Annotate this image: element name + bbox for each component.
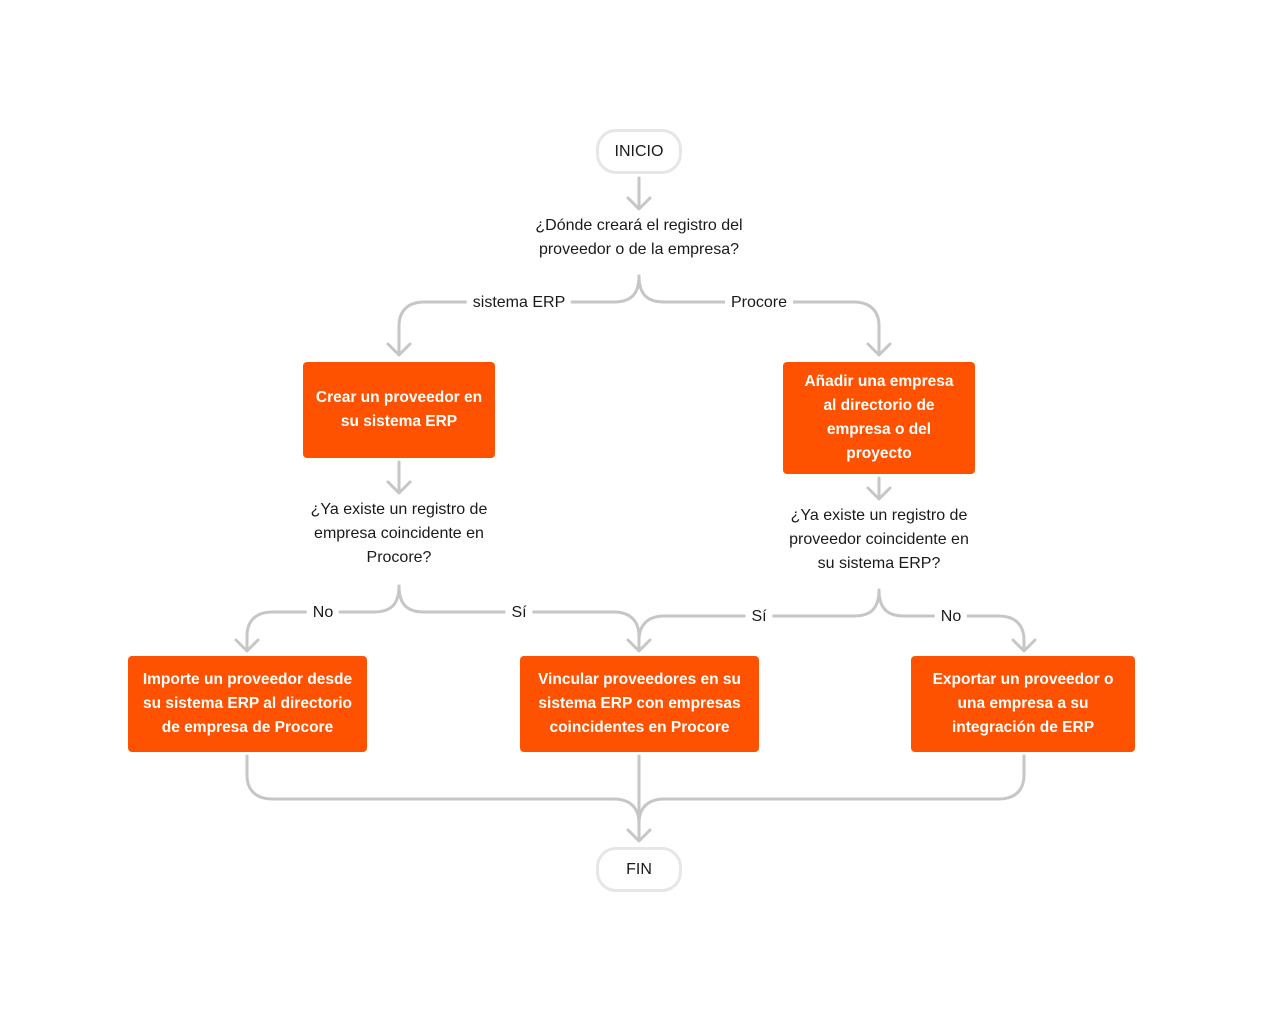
edge-label-q3-no: No	[934, 607, 968, 627]
question-1-line: ¿Dónde creará el registro del	[535, 217, 743, 234]
step-line: coincidentes en Procore	[549, 719, 730, 736]
step-line: Crear un proveedor en	[315, 389, 483, 406]
question-1: ¿Dónde creará el registro del proveedor …	[489, 214, 789, 262]
question-3-line: ¿Ya existe un registro de	[790, 507, 968, 524]
question-3: ¿Ya existe un registro de proveedor coin…	[759, 504, 999, 576]
step-line: Vincular proveedores en su	[537, 671, 741, 688]
question-1-line: proveedor o de la empresa?	[538, 241, 740, 258]
arrowhead	[234, 638, 260, 653]
step-line: Exportar un proveedor o	[932, 671, 1114, 688]
edge-export-to-end	[637, 754, 1026, 825]
question-2: ¿Ya existe un registro de empresa coinci…	[279, 498, 519, 570]
step-line: Importe un proveedor desde	[142, 671, 353, 688]
edge-question-3-no	[877, 588, 1026, 652]
edge-label-q3-yes: Sí	[745, 607, 773, 627]
step-line: su sistema ERP al directorio	[142, 695, 353, 712]
step-line: sistema ERP con empresas	[538, 695, 741, 712]
end-node: FIN	[596, 847, 682, 892]
arrowhead	[386, 480, 412, 495]
start-node: INICIO	[596, 129, 682, 174]
arrowhead	[626, 638, 652, 653]
step-line: de empresa de Procore	[161, 719, 334, 736]
edge-question-2-no	[245, 584, 401, 652]
link-vendors-step: Vincular proveedores en su sistema ERP c…	[520, 656, 759, 752]
step-line: proyecto	[846, 445, 912, 462]
arrowhead	[626, 828, 652, 843]
edge-label-procore: Procore	[724, 293, 794, 313]
step-line: una empresa a su	[957, 695, 1089, 712]
edge-question-1-to-procore	[637, 274, 881, 356]
arrowhead	[626, 196, 652, 211]
arrowhead	[866, 342, 892, 357]
arrowhead	[1011, 638, 1037, 653]
edge-question-1-to-erp	[397, 274, 641, 356]
question-2-line: ¿Ya existe un registro de	[310, 501, 488, 518]
step-line: su sistema ERP	[340, 413, 458, 430]
import-vendor-step: Importe un proveedor desde su sistema ER…	[128, 656, 367, 752]
step-line: Añadir una empresa	[804, 373, 954, 390]
arrowhead	[386, 342, 412, 357]
step-line: empresa o del	[826, 421, 932, 438]
step-line: al directorio de	[823, 397, 935, 414]
edge-question-2-yes	[397, 584, 641, 652]
question-3-line: proveedor coincidente en	[789, 531, 969, 548]
edge-label-q2-no: No	[306, 603, 340, 623]
edge-import-to-end	[245, 754, 641, 825]
arrowhead	[866, 486, 892, 501]
edge-label-q2-yes: Sí	[505, 603, 533, 623]
question-2-line: Procore?	[366, 549, 432, 566]
step-line: integración de ERP	[951, 719, 1095, 736]
question-2-line: empresa coincidente en	[314, 525, 484, 542]
create-vendor-step: Crear un proveedor en su sistema ERP	[303, 362, 495, 458]
edge-label-erp: sistema ERP	[466, 293, 572, 313]
question-3-line: su sistema ERP?	[817, 555, 941, 572]
export-vendor-step: Exportar un proveedor o una empresa a su…	[911, 656, 1135, 752]
add-company-step: Añadir una empresa al directorio de empr…	[783, 362, 975, 474]
